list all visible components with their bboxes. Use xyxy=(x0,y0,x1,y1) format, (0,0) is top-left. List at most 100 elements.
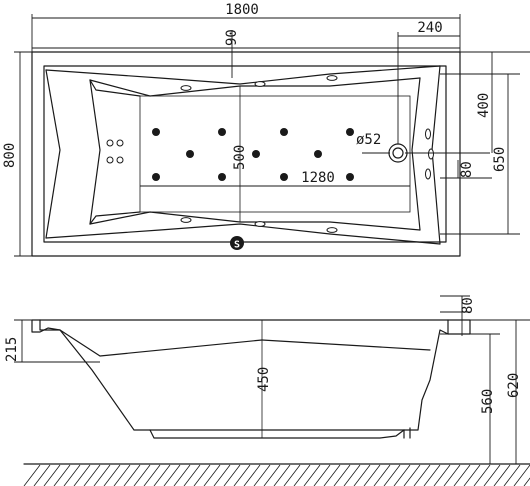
side-jet xyxy=(425,128,431,140)
hatch-stroke xyxy=(203,464,221,486)
side-rim-left xyxy=(39,319,61,331)
top-contour-line xyxy=(45,65,441,85)
tub-outer-rim xyxy=(31,51,461,257)
hatch-stroke xyxy=(173,464,191,486)
hatch-stroke xyxy=(133,464,151,486)
dim-inner-depth-side-label: 450 xyxy=(256,367,272,392)
hatch-stroke xyxy=(343,464,361,486)
top-contour-inner xyxy=(89,77,421,97)
hatch-stroke xyxy=(153,464,171,486)
hatch-stroke xyxy=(143,464,161,486)
edge-jet xyxy=(254,221,266,227)
hatch-stroke xyxy=(73,464,91,486)
edge-jet xyxy=(326,227,338,233)
headrest-bottom-left xyxy=(89,211,141,225)
dim-edge-label: 90 xyxy=(224,29,240,46)
hatch-stroke xyxy=(103,464,121,486)
back-jets-left xyxy=(106,139,124,164)
drain-outer xyxy=(388,143,408,163)
floor-jet xyxy=(280,128,288,136)
dim-rim-depth-label: 215 xyxy=(4,337,20,362)
bottom-contour-inner xyxy=(89,211,421,231)
hatch-stroke xyxy=(53,464,71,486)
back-jet xyxy=(116,156,124,164)
hatch-stroke xyxy=(163,464,181,486)
headrest-top-left xyxy=(89,79,141,97)
inner-seat-right xyxy=(261,339,431,351)
dim-inner-length-label: 1280 xyxy=(301,170,335,186)
left-end-contour xyxy=(45,69,61,239)
dim-width-label: 800 xyxy=(2,143,18,168)
dim-inner-width-label: 650 xyxy=(492,147,508,172)
edge-jet xyxy=(180,217,192,223)
side-jet xyxy=(425,168,431,180)
hatch-stroke xyxy=(83,464,101,486)
hatch-stroke xyxy=(493,464,511,486)
hatch-stroke xyxy=(333,464,351,486)
floor-jet xyxy=(152,173,160,181)
hatch-stroke xyxy=(23,464,41,486)
hatch-stroke xyxy=(233,464,251,486)
side-view xyxy=(31,319,471,439)
side-jet xyxy=(428,148,434,160)
hatch-stroke xyxy=(293,464,311,486)
floor-jet xyxy=(252,150,260,158)
top-view-dimensions: 1800 90 240 400 650 80 ø52 1280 500 800 xyxy=(2,2,530,257)
drain-pipe xyxy=(403,427,411,439)
hatch-stroke xyxy=(273,464,291,486)
dim-inner-depth-label: 500 xyxy=(232,145,248,170)
dim-rim-lip-label: 80 xyxy=(460,297,476,314)
edge-jet xyxy=(180,85,192,91)
back-jet xyxy=(116,139,124,147)
hatch-stroke xyxy=(303,464,321,486)
side-view-dimensions: 215 450 80 560 620 xyxy=(4,295,530,465)
basin-floor xyxy=(139,95,411,213)
dim-total-height-label: 620 xyxy=(506,373,522,398)
floor-jet xyxy=(218,128,226,136)
hatch-stroke xyxy=(33,464,51,486)
hatch-stroke xyxy=(213,464,231,486)
left-end-inner xyxy=(89,79,101,225)
right-end-inner xyxy=(411,77,421,231)
hatch-stroke xyxy=(403,464,421,486)
floor-jet xyxy=(280,173,288,181)
s-symbol-label: S xyxy=(234,240,240,251)
edge-jet xyxy=(254,81,266,87)
tub-side-profile xyxy=(31,319,471,439)
hatch-stroke xyxy=(183,464,201,486)
dim-side-offset-label: 80 xyxy=(459,161,475,178)
dim-drain-offset-label: 240 xyxy=(417,20,442,36)
hatch-stroke xyxy=(413,464,431,486)
floor-jet xyxy=(218,173,226,181)
hatch-stroke xyxy=(463,464,481,486)
hatch-stroke xyxy=(373,464,391,486)
hatch-stroke xyxy=(93,464,111,486)
back-jet xyxy=(106,156,114,164)
hatch-stroke xyxy=(423,464,441,486)
floor-jet xyxy=(314,150,322,158)
hatch-stroke xyxy=(453,464,471,486)
dim-length-label: 1800 xyxy=(225,2,259,18)
hatch-stroke xyxy=(323,464,341,486)
floor-hatch xyxy=(23,463,530,486)
hatch-stroke xyxy=(43,464,61,486)
hatch-stroke xyxy=(223,464,241,486)
floor-jets xyxy=(152,128,354,181)
bottom-contour-line xyxy=(45,223,441,245)
floor-jet xyxy=(346,128,354,136)
hatch-stroke xyxy=(473,464,491,486)
dim-drain-diameter-label: ø52 xyxy=(356,132,381,148)
hatch-stroke xyxy=(383,464,401,486)
hatch-stroke xyxy=(523,477,530,486)
s-symbol-badge xyxy=(230,236,244,250)
hatch-stroke xyxy=(513,464,530,486)
hatch-stroke xyxy=(253,464,271,486)
hatch-stroke xyxy=(193,464,211,486)
back-jet xyxy=(106,139,114,147)
hatch-stroke xyxy=(483,464,501,486)
hatch-stroke xyxy=(353,464,371,486)
hatch-stroke xyxy=(283,464,301,486)
top-view: S xyxy=(31,51,490,257)
hatch-stroke xyxy=(393,464,411,486)
hatch-stroke xyxy=(443,464,461,486)
